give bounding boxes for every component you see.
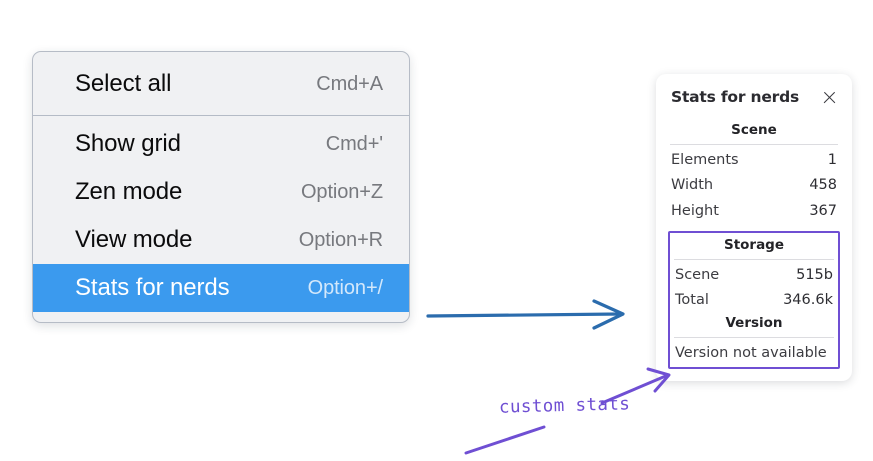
scene-section-rule	[670, 144, 838, 145]
stat-row-storage-scene: Scene 515b	[672, 263, 836, 288]
stat-row-storage-total: Total 346.6k	[672, 288, 836, 313]
stat-row-height: Height 367	[668, 199, 840, 224]
close-icon[interactable]	[821, 89, 838, 106]
stat-value: 367	[809, 202, 837, 219]
storage-section-rule	[674, 258, 834, 260]
custom-stats-handwritten-label: custom stats	[498, 394, 631, 418]
custom-stats-underline	[464, 425, 546, 455]
menu-to-panel-arrow	[426, 299, 625, 330]
menu-item-show-grid[interactable]: Show grid Cmd+'	[33, 120, 409, 168]
menu-item-view-mode[interactable]: View mode Option+R	[33, 216, 409, 264]
menu-group-top: Select all Cmd+A	[33, 52, 409, 115]
stat-label: Height	[671, 202, 719, 219]
stat-value: 515b	[796, 266, 833, 283]
stat-value: 346.6k	[783, 292, 833, 309]
stat-label: Scene	[675, 266, 720, 283]
stat-row-width: Width 458	[668, 173, 840, 198]
menu-divider	[33, 115, 409, 116]
menu-item-shortcut: Option+R	[298, 229, 383, 251]
version-value: Version not available	[675, 345, 827, 362]
menu-item-label: Select all	[75, 70, 172, 97]
panel-title: Stats for nerds	[671, 88, 800, 106]
stats-panel-header: Stats for nerds	[668, 88, 840, 106]
menu-item-label: Show grid	[75, 130, 181, 157]
menu-item-stats-for-nerds[interactable]: Stats for nerds Option+/	[33, 264, 409, 312]
context-menu[interactable]: Select all Cmd+A Show grid Cmd+' Zen mod…	[32, 51, 410, 323]
scene-section-heading: Scene	[731, 122, 777, 138]
stat-value: 458	[809, 177, 837, 194]
stat-row-elements: Elements 1	[668, 148, 840, 173]
storage-section-heading: Storage	[723, 236, 785, 253]
stat-label: Width	[671, 177, 714, 194]
version-section-rule	[674, 337, 834, 339]
menu-item-select-all[interactable]: Select all Cmd+A	[33, 60, 409, 108]
menu-item-shortcut: Option+Z	[300, 181, 383, 203]
menu-item-shortcut: Cmd+A	[316, 73, 383, 95]
custom-stats-highlight-box: Storage Scene 515b Total 346.6k Version …	[668, 230, 840, 370]
stats-for-nerds-panel: Stats for nerds Scene Elements 1 Width 4…	[656, 74, 852, 382]
stat-label: Total	[675, 292, 709, 309]
stat-value: 1	[827, 152, 837, 168]
stat-label: Elements	[671, 152, 739, 168]
menu-group-bottom: Show grid Cmd+' Zen mode Option+Z View m…	[33, 116, 409, 322]
menu-item-shortcut: Cmd+'	[325, 133, 383, 155]
menu-item-label: Stats for nerds	[75, 274, 230, 301]
version-section-heading: Version	[725, 315, 783, 332]
menu-item-shortcut: Option+/	[307, 277, 383, 299]
menu-item-label: Zen mode	[75, 178, 183, 205]
menu-item-zen-mode[interactable]: Zen mode Option+Z	[33, 168, 409, 216]
menu-item-label: View mode	[75, 226, 193, 253]
